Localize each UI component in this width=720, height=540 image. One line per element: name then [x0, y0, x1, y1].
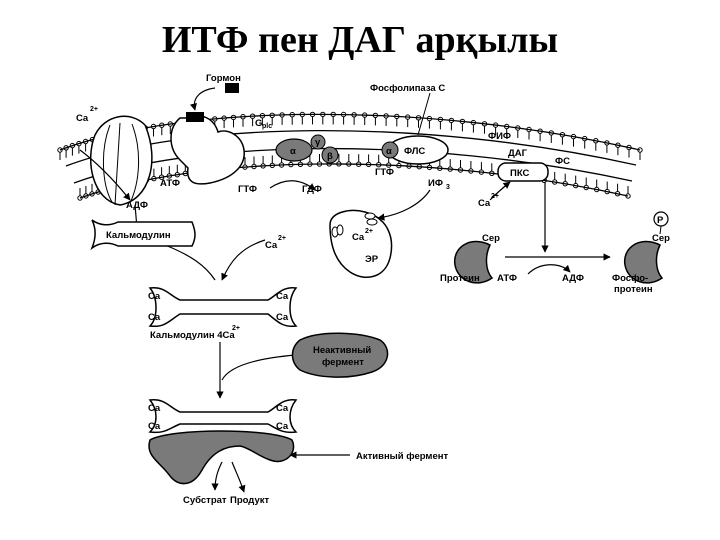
label-calmodulin-4ca-charge: 2+	[232, 325, 240, 332]
label-p: P	[657, 215, 664, 226]
label-inactive-enzyme-2: фермент	[322, 357, 364, 368]
label-pkc: ПКС	[510, 168, 530, 179]
label-flc: ФЛС	[404, 146, 425, 157]
label-ca-bound-br: Ca	[276, 421, 289, 432]
g-alpha-bound	[381, 141, 399, 159]
label-ser-2: Сер	[652, 233, 670, 244]
arrow-inactive-enzyme	[221, 354, 297, 381]
hormone-receptor	[170, 112, 245, 185]
label-phospholipase-c: Фосфолипаза С	[370, 83, 445, 94]
label-if3-sub: 3	[446, 184, 450, 191]
calmodulin-4ca-complex	[148, 287, 298, 328]
g-gamma-subunit	[310, 134, 326, 150]
phosphate-link	[659, 225, 662, 235]
label-fs: ФС	[555, 156, 570, 167]
arrow-if3-to-er	[377, 189, 431, 221]
label-calmodulin: Кальмодулин	[106, 230, 171, 241]
label-ser-1: Сер	[482, 233, 500, 244]
label-gtf-1: ГТФ	[238, 184, 257, 195]
label-alpha: α	[290, 146, 296, 157]
arrow-calmodulin-to-complex	[164, 244, 216, 281]
label-ca-complex-tr: Ca	[276, 291, 289, 302]
label-beta: β	[327, 151, 333, 162]
label-ca-bound-tl: Ca	[148, 403, 161, 414]
inactive-enzyme-shape	[291, 332, 389, 378]
label-gamma: γ	[315, 137, 321, 148]
pkc-enzyme	[497, 162, 549, 182]
label-er: ЭР	[365, 254, 379, 265]
label-atf-pump: АТФ	[160, 178, 180, 189]
label-ca-outside-charge: 2+	[90, 106, 98, 113]
endoplasmic-reticulum	[329, 209, 393, 278]
er-channels	[331, 212, 378, 238]
hormone-arrow	[189, 87, 216, 111]
label-ca-er-release-charge: 2+	[491, 193, 499, 200]
label-hormone: Гормон	[206, 73, 241, 84]
label-ca-complex-tl: Ca	[148, 291, 161, 302]
label-ca-complex-bl: Ca	[148, 312, 161, 323]
target-protein-shape	[454, 240, 494, 284]
arrow-ca-to-pkc	[489, 181, 511, 201]
label-ca-calmodulin: Ca	[265, 240, 278, 251]
label-phospho-2: протеин	[614, 284, 653, 295]
arrow-product	[231, 461, 246, 493]
label-ca-bound-bl: Ca	[148, 421, 161, 432]
label-if3: ИФ	[428, 178, 443, 189]
label-alpha-small: α	[386, 146, 392, 157]
calmodulin-4ca-bound	[148, 399, 298, 434]
label-fif: ФИФ	[488, 131, 511, 142]
label-g-plc-sub: plc	[262, 123, 272, 130]
label-gdf: ГДФ	[302, 184, 322, 195]
slide-title: ИТФ пен ДАГ арқылы	[161, 19, 559, 61]
label-ca-er-charge: 2+	[365, 228, 373, 235]
phosphoprotein-shape	[624, 240, 664, 284]
active-enzyme-shape	[148, 430, 295, 485]
arrow-ca-pump	[79, 149, 131, 201]
label-ca-er: Ca	[352, 232, 365, 243]
label-ca-calmodulin-charge: 2+	[278, 235, 286, 242]
label-ca-outside: Ca	[76, 113, 89, 124]
label-gtf-2: ГТФ	[375, 167, 394, 178]
arrow-gtp-gdp	[269, 180, 316, 191]
label-calmodulin-4ca: Кальмодулин 4Ca	[150, 330, 235, 341]
calmodulin-shape	[90, 219, 196, 251]
label-inactive-enzyme-1: Неактивный	[313, 345, 371, 356]
g-alpha-subunit	[275, 138, 313, 162]
label-substrate: Субстрат	[183, 495, 227, 506]
arrow-atp-adp-protein	[527, 264, 571, 275]
label-adf-protein: АДФ	[562, 273, 584, 284]
calcium-pump	[89, 115, 153, 206]
label-ca-complex-br: Ca	[276, 312, 289, 323]
arrow-ca-to-calmodulin	[221, 239, 266, 281]
label-atf-protein: АТФ	[497, 273, 517, 284]
label-protein: Протеин	[440, 273, 480, 284]
hormone-icon	[225, 83, 239, 93]
plc-label-pointer	[417, 92, 431, 136]
label-adf-pump: АДФ	[126, 200, 148, 211]
g-beta-subunit	[321, 146, 339, 164]
label-ca-bound-tr: Ca	[276, 403, 289, 414]
label-active-enzyme: Активный фермент	[356, 451, 448, 462]
arrow-substrate	[211, 461, 223, 491]
label-ca-er-release: Ca	[478, 198, 491, 209]
label-phospho-1: Фосфо-	[612, 273, 648, 284]
label-dag: ДАГ	[508, 148, 528, 159]
label-g-plc: G	[255, 118, 262, 129]
label-product: Продукт	[230, 495, 269, 506]
